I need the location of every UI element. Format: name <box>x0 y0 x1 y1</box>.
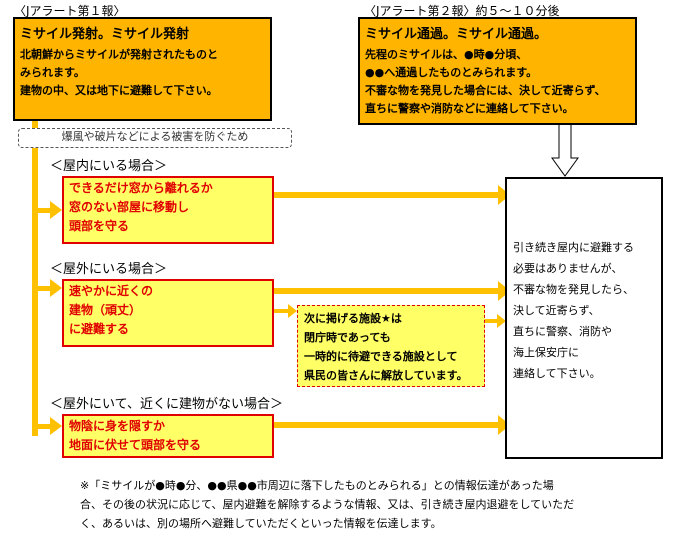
result-line: 連絡して下さい。 <box>513 367 601 380</box>
report2-box: ミサイル通過。ミサイル通過。 先程のミサイルは、●時●分頃、 ●●へ通過したもの… <box>358 17 637 125</box>
report1-title: ミサイル発射。ミサイル発射 <box>20 27 190 42</box>
case-indoor-heading: ＜屋内にいる場合＞ <box>50 159 168 174</box>
report2-title: ミサイル通過。ミサイル通過。 <box>365 27 548 42</box>
case-nobuilding-box: 物陰に身を隠すか 地面に伏せて頭部を守る <box>62 414 274 458</box>
case-outdoor-line: 速やかに近くの <box>69 284 154 298</box>
result-line: 決して近寄らず、 <box>513 304 600 317</box>
case-nobuilding-line: 物陰に身を隠すか <box>69 419 166 433</box>
case-outdoor-line: 建物（頑丈） <box>69 303 142 317</box>
report2-line: ●●へ通過したものとみられます。 <box>365 66 538 79</box>
case-indoor-line: 頭部を守る <box>69 219 130 233</box>
case-nobuilding-line: 地面に伏せて頭部を守る <box>69 438 202 452</box>
report1-line: 北朝鮮からミサイルが発射されたものと <box>20 48 218 61</box>
report2-line: 不審な物を発見した場合には、決して近寄らず、 <box>365 84 606 97</box>
case-indoor-line: できるだけ窓から離れるか <box>69 181 213 195</box>
footnote: ※「ミサイルが●時●分、●●県●●市周辺に落下したものとみられる」との情報伝達が… <box>80 476 676 533</box>
report2-line: 直ちに警察や消防などに連絡して下さい。 <box>365 102 574 115</box>
case-outdoor-box: 速やかに近くの 建物（頑丈） に避難する <box>62 279 274 347</box>
arrow-indoor-to-result <box>498 185 510 205</box>
footnote-line: ※「ミサイルが●時●分、●●県●●市周辺に落下したものとみられる」との情報伝達が… <box>80 479 554 492</box>
report2-line: 先程のミサイルは、●時●分頃、 <box>365 48 528 61</box>
arrow-nobuilding-to-result <box>498 415 510 435</box>
report1-box: ミサイル発射。ミサイル発射 北朝鮮からミサイルが発射されたものと みられます。 … <box>13 17 272 121</box>
arrow-to-outdoor <box>50 279 62 297</box>
report2-down-arrow <box>551 123 579 177</box>
arrow-facility-to-result <box>497 314 506 328</box>
facility-line: 一時的に待避できる施設として <box>304 350 458 363</box>
footnote-line: 合、その後の状況に応じて、屋内避難を解除するような情報、又は、引き続き屋内退避を… <box>80 498 575 511</box>
footnote-line: く、あるいは、別の場所へ避難していただくといった情報を伝達します。 <box>80 517 442 530</box>
report2-header: 〈Jアラート第２報〉約５～１０分後 <box>364 4 560 18</box>
case-outdoor-heading: ＜屋外にいる場合＞ <box>50 262 168 277</box>
result-line: 必要はありませんが、 <box>513 262 623 275</box>
flow-trunk <box>32 120 38 436</box>
facility-line: 閉庁時であっても <box>304 331 391 344</box>
facility-line: 県民の皆さんに解放しています。 <box>304 369 468 382</box>
facility-note: 次に掲げる施設★は 閉庁時であっても 一時的に待避できる施設として 県民の皆さん… <box>297 305 485 387</box>
arrow-outdoor-to-result <box>498 281 510 301</box>
report1-line: 建物の中、又は地下に避難して下さい。 <box>20 84 218 97</box>
result-box: 引き続き屋内に避難する 必要はありませんが、 不審な物を発見したら、 決して近寄… <box>505 177 663 459</box>
report1-line: みられます。 <box>20 66 85 79</box>
arrow-to-facility <box>288 304 297 318</box>
facility-line: 次に掲げる施設★は <box>304 312 402 325</box>
case-indoor-line: 窓のない部屋に移動し <box>69 200 190 214</box>
result-line: 海上保安庁に <box>513 346 579 359</box>
result-line: 不審な物を発見したら、 <box>513 283 634 296</box>
report1-header: 〈Jアラート第１報〉 <box>14 4 126 18</box>
result-line: 引き続き屋内に避難する <box>513 241 634 254</box>
arrow-to-indoor <box>50 201 62 219</box>
purpose-note: 爆風や破片などによる被害を防ぐため <box>18 128 292 148</box>
case-nobuilding-heading: ＜屋外にいて、近くに建物がない場合＞ <box>50 397 283 412</box>
case-outdoor-line: に避難する <box>69 322 130 336</box>
arrow-to-nobuilding <box>50 417 62 435</box>
case-indoor-box: できるだけ窓から離れるか 窓のない部屋に移動し 頭部を守る <box>62 176 274 244</box>
result-line: 直ちに警察、消防や <box>513 325 612 338</box>
